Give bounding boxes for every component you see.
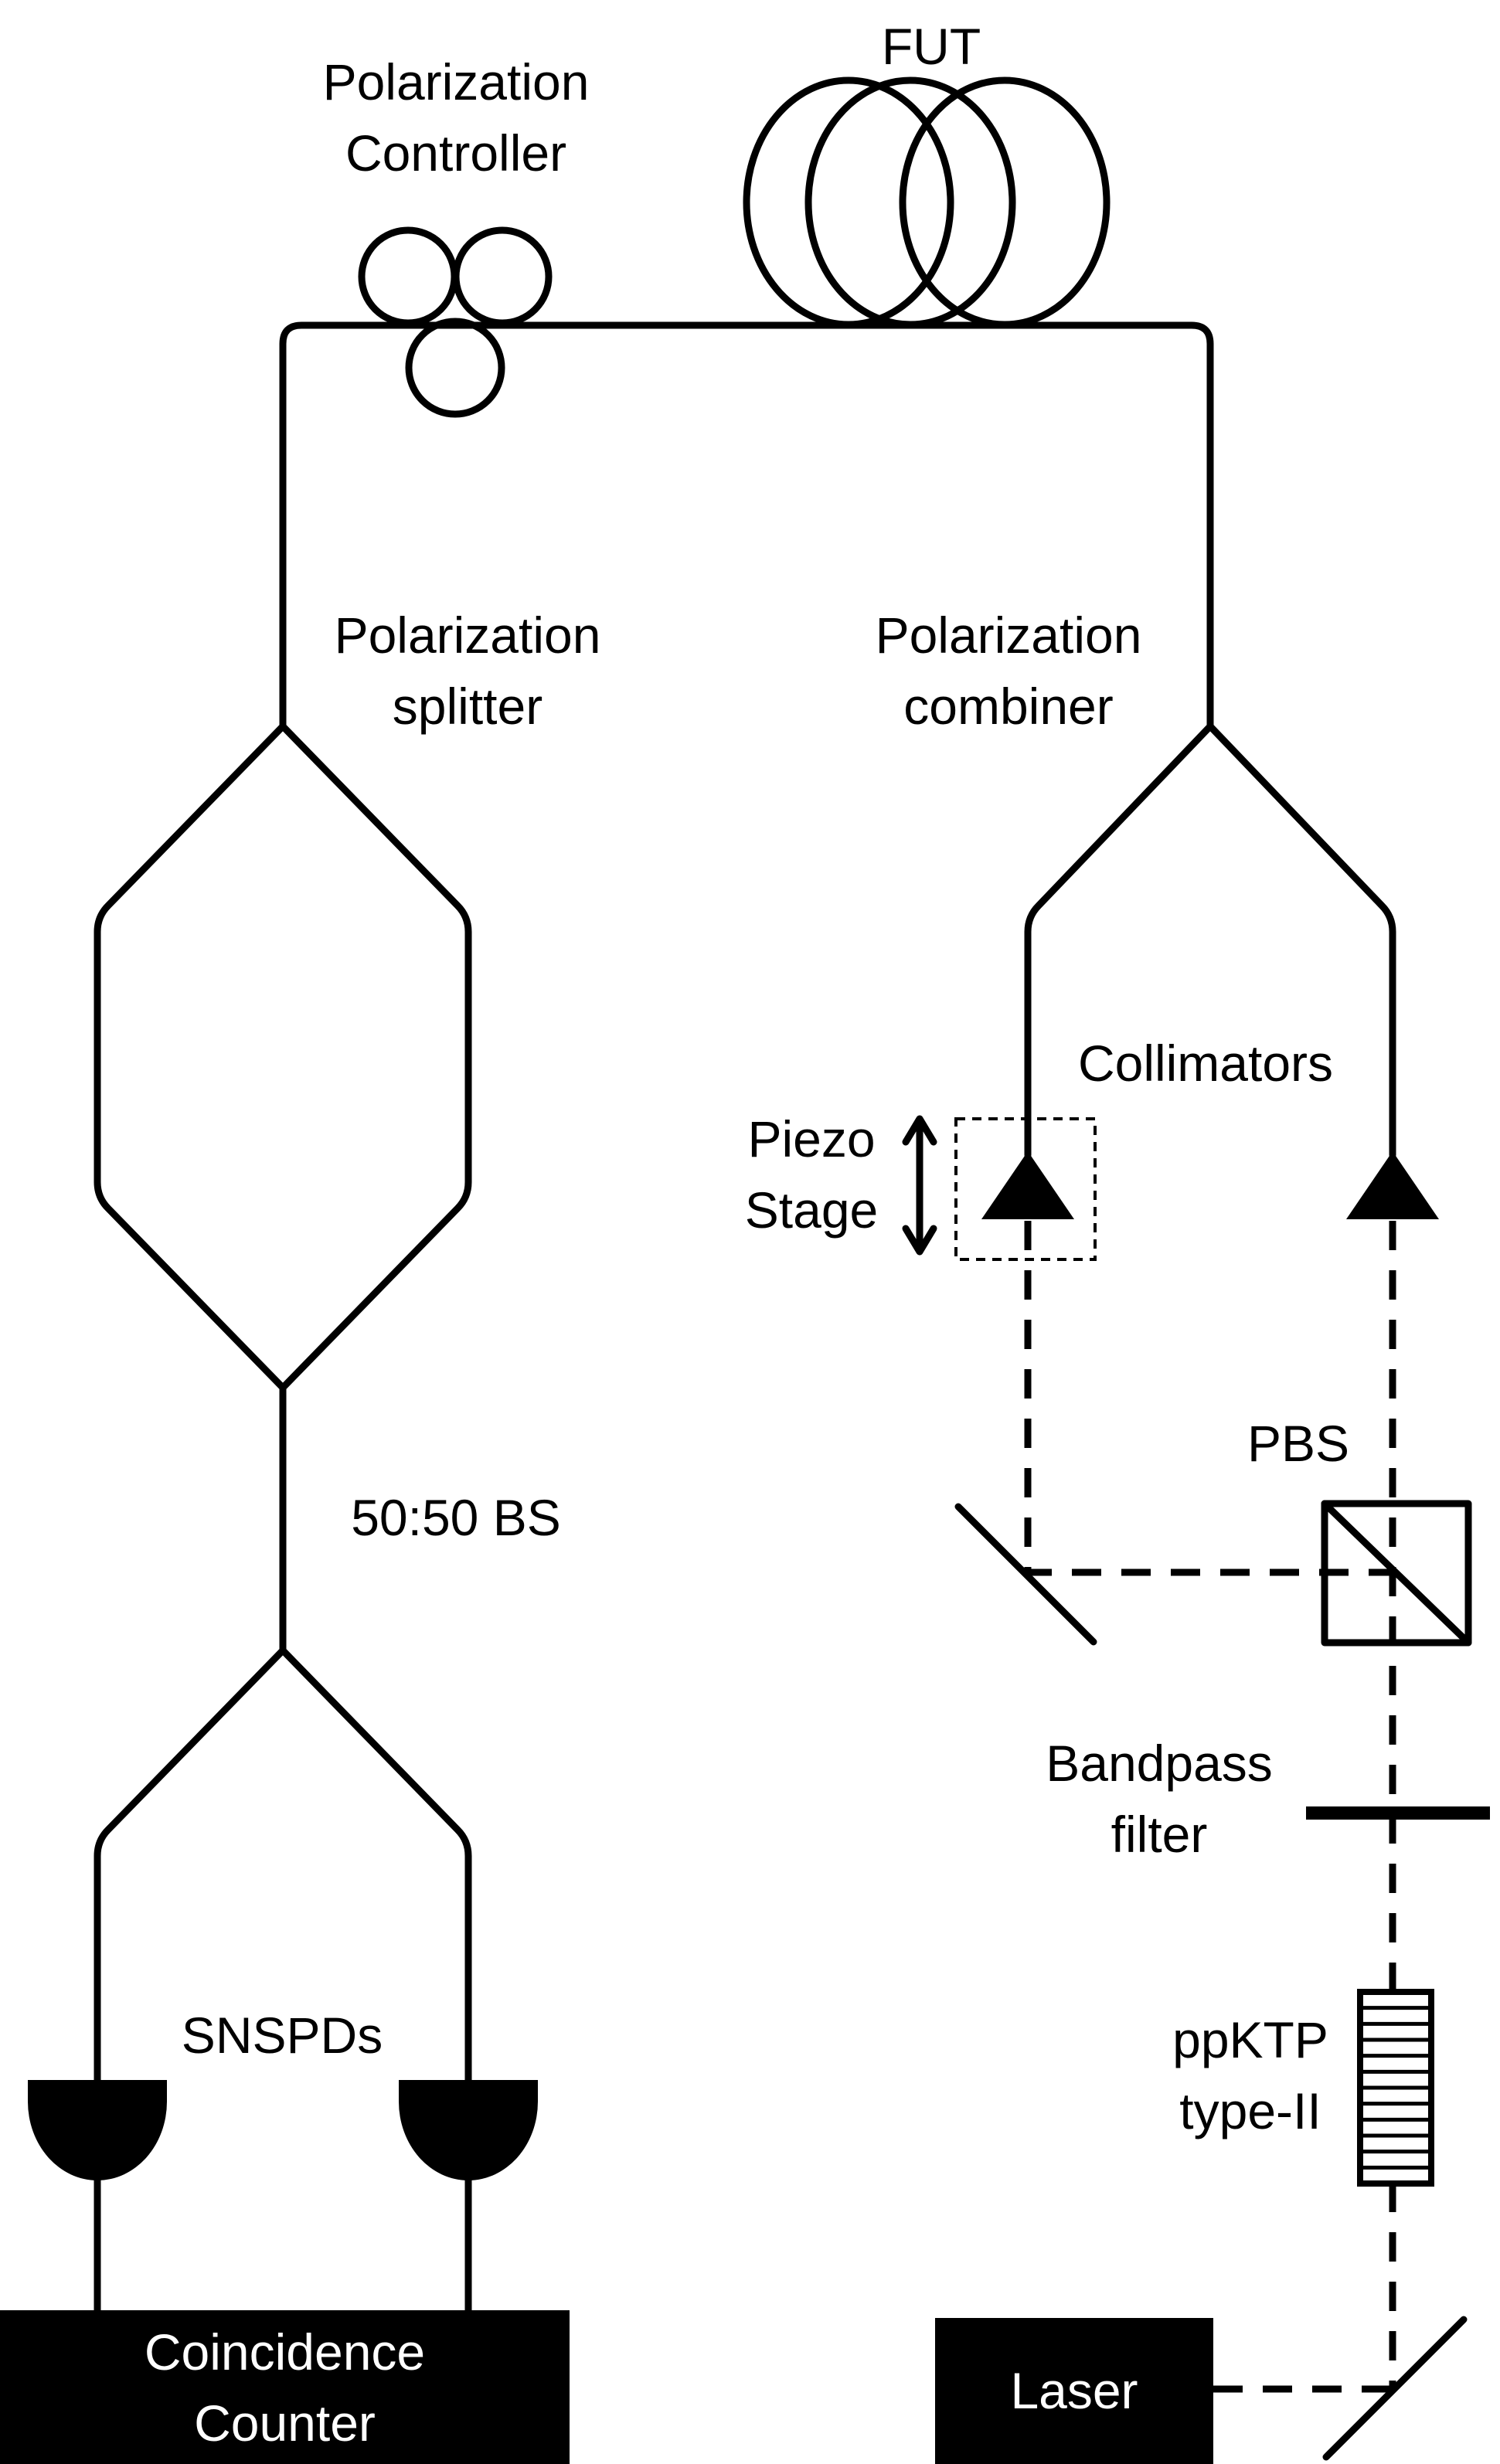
collimator-left bbox=[981, 1151, 1074, 1219]
beam-path-left bbox=[1024, 1221, 1393, 1576]
fiber-splitter-left-arm bbox=[94, 722, 287, 1392]
polarization-paddle-right bbox=[452, 226, 553, 327]
polarization-paddle-bottom bbox=[405, 318, 505, 418]
coincidence-counter-box bbox=[0, 2310, 570, 2464]
ppktp-crystal bbox=[1357, 1989, 1434, 2187]
label-polarization-controller: Polarization Controller bbox=[322, 53, 590, 182]
fiber-snspd-right-arm bbox=[279, 1647, 472, 2092]
fut-coil-right bbox=[899, 76, 1111, 328]
label-snspds: SNSPDs bbox=[181, 2007, 383, 2064]
pbs-cube-diagonal bbox=[1321, 1500, 1472, 1647]
label-pbs: PBS bbox=[1247, 1415, 1350, 1472]
polarization-paddle-left bbox=[358, 226, 458, 327]
label-bandpass-filter: Bandpass filter bbox=[1046, 1735, 1273, 1863]
label-coincidence-counter: Coincidence Counter bbox=[144, 2323, 426, 2452]
snspd-detector-right bbox=[399, 2080, 538, 2180]
piezo-arrow-head-down bbox=[902, 1225, 937, 1256]
piezo-stage-box bbox=[954, 1117, 1097, 1261]
fiber-splitter-right-arm bbox=[279, 722, 472, 1392]
label-laser: Laser bbox=[1010, 2362, 1138, 2419]
label-ppktp: ppKTP type-II bbox=[1172, 2011, 1328, 2139]
label-fut: FUT bbox=[881, 18, 981, 75]
fut-coil-left bbox=[743, 76, 954, 328]
fiber-combiner-left-arm bbox=[1024, 722, 1214, 1159]
fut-coil-middle bbox=[804, 76, 1016, 328]
label-polarization-splitter: Polarization splitter bbox=[334, 607, 601, 735]
collimator-right bbox=[1346, 1151, 1439, 1219]
laser-box bbox=[935, 2318, 1213, 2464]
fiber-combiner-right-arm bbox=[1206, 722, 1396, 1159]
label-bs-5050: 50:50 BS bbox=[351, 1489, 561, 1546]
label-polarization-combiner: Polarization combiner bbox=[875, 607, 1142, 735]
label-piezo-stage: Piezo Stage bbox=[744, 1110, 879, 1239]
fiber-loop-top bbox=[279, 321, 1214, 730]
fiber-snspd-left-arm bbox=[94, 1647, 287, 2092]
piezo-arrow-head-up bbox=[902, 1115, 937, 1146]
bandpass-filter-plate bbox=[1306, 1806, 1490, 1820]
snspd-detector-left bbox=[28, 2080, 167, 2180]
label-collimators: Collimators bbox=[1077, 1035, 1334, 1092]
